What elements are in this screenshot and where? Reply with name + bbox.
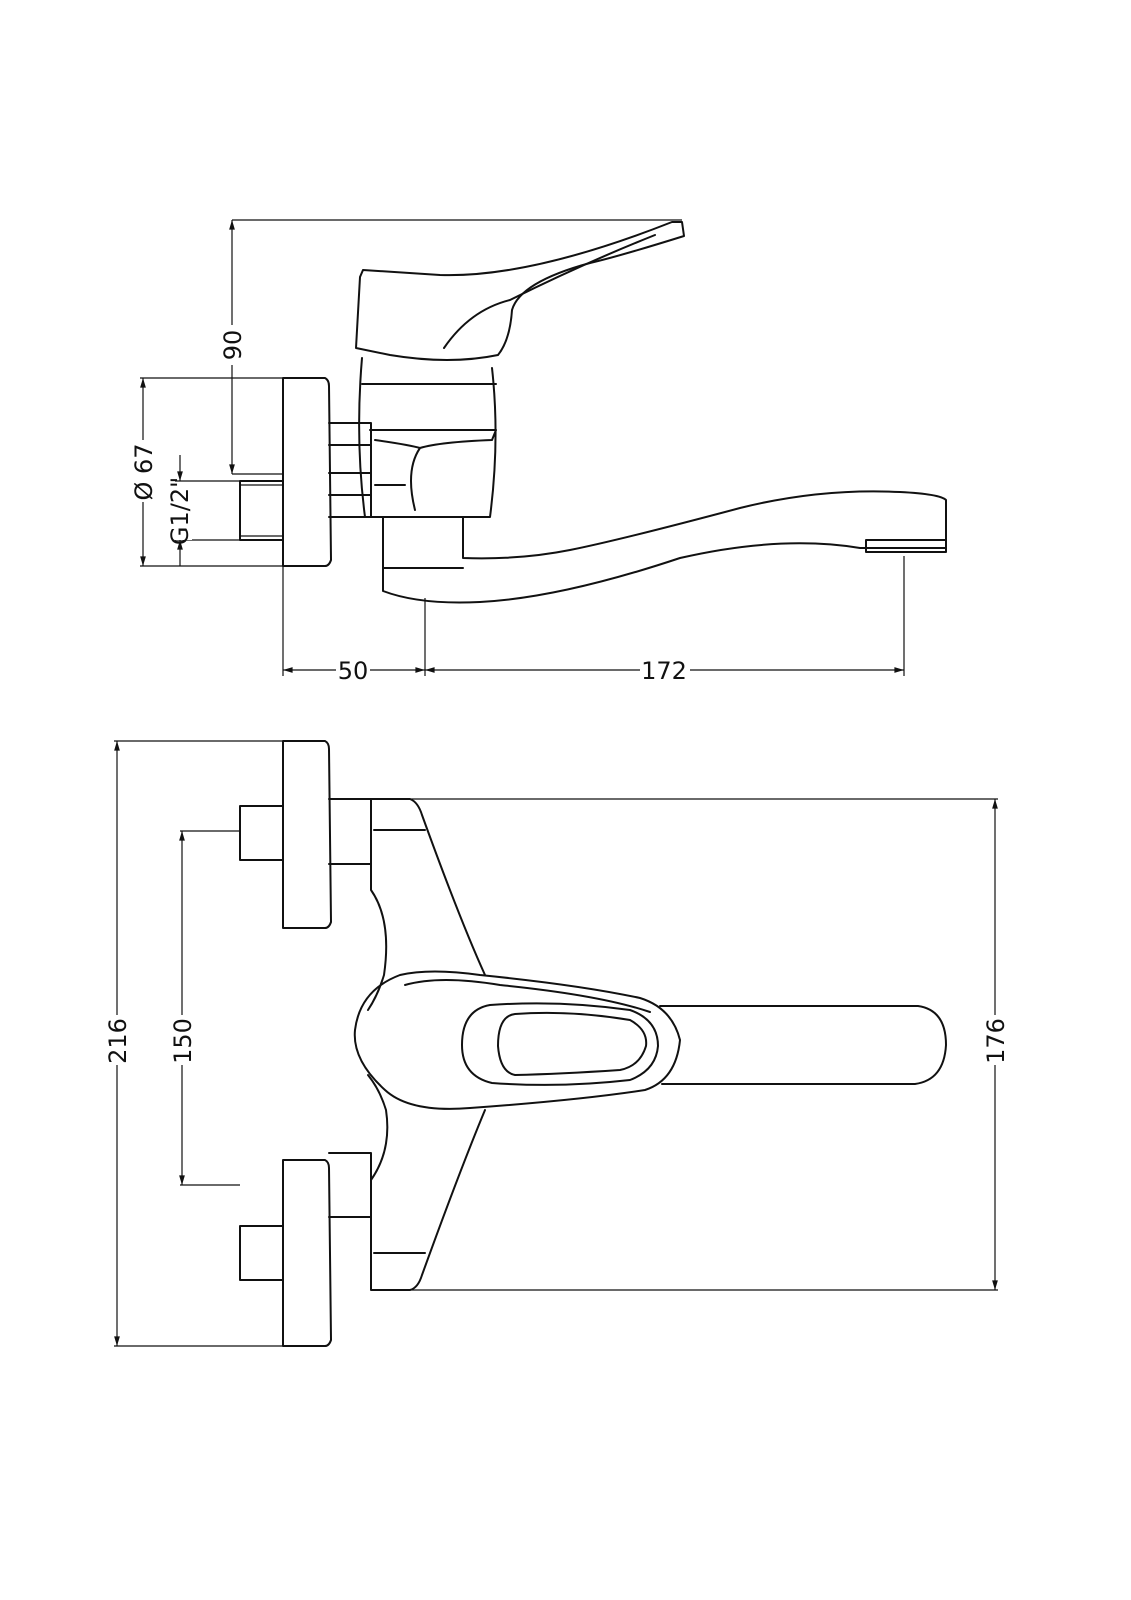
mixer-body-top <box>367 798 486 1291</box>
thread-lines <box>240 484 283 537</box>
body-detail <box>369 429 497 518</box>
body-seams <box>373 829 426 1254</box>
dim-handle-height: 90 <box>219 330 247 361</box>
top-view: 216 150 176 <box>104 740 1010 1347</box>
dim-overall-height: 216 <box>104 1018 132 1064</box>
lever-base-contour <box>404 979 651 1013</box>
dim-spout-reach: 172 <box>641 657 687 685</box>
lever-recess-inner <box>497 1011 648 1076</box>
dim-plate-diameter: Ø 67 <box>130 443 158 500</box>
dim-line <box>180 830 240 1186</box>
connector-nut <box>328 422 372 518</box>
dim-line <box>282 556 905 676</box>
lever-recess-outer <box>461 1002 659 1086</box>
dim-inlet-spacing: 150 <box>169 1018 197 1064</box>
wall-plate <box>282 377 332 567</box>
aerator <box>865 539 947 553</box>
side-view: 90 Ø 67 G1/2" 50 172 <box>130 219 947 685</box>
threaded-inlet-lower <box>239 1225 284 1281</box>
lever-base <box>353 970 681 1110</box>
threaded-inlet <box>239 480 284 541</box>
dim-line <box>114 740 283 1347</box>
dim-wall-to-spout: 50 <box>338 657 369 685</box>
connector-nuts <box>328 798 372 1218</box>
dim-line <box>410 798 998 1291</box>
threaded-inlet-upper <box>239 805 284 861</box>
dim-line <box>140 377 283 567</box>
lever-handle-top <box>659 1005 947 1085</box>
dim-body-height: 176 <box>982 1018 1010 1064</box>
mixer-body <box>358 357 497 518</box>
wall-plate-upper <box>282 740 332 929</box>
spout <box>382 490 947 604</box>
dim-thread-size: G1/2" <box>166 477 194 545</box>
lever-handle-contour <box>443 234 656 349</box>
wall-plate-lower <box>282 1159 332 1347</box>
